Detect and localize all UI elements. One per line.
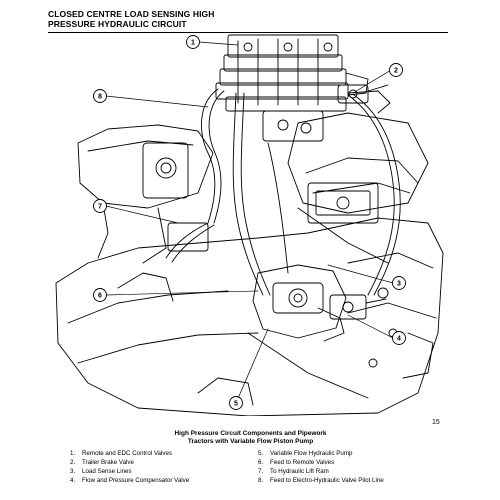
trailer-brake-valve bbox=[337, 84, 389, 104]
legend-text: Feed to Electro-Hydraulic Valve Pilot Li… bbox=[270, 477, 384, 484]
legend-number: 1. bbox=[70, 450, 76, 457]
legend-number: 5. bbox=[258, 450, 264, 457]
svg-text:3: 3 bbox=[397, 281, 401, 288]
title-line-2: PRESSURE HYDRAULIC CIRCUIT bbox=[48, 19, 187, 29]
callout-5: 5 bbox=[229, 396, 243, 410]
legend-item: 2. Trailer Brake Valve bbox=[70, 458, 189, 467]
legend-item: 7. To Hydraulic Lift Ram bbox=[258, 467, 384, 476]
legend-column-right: 5. Variable Flow Hydraulic Pump 6. Feed to… bbox=[258, 449, 384, 485]
title-rule bbox=[48, 32, 448, 33]
variable-flow-pump bbox=[252, 264, 347, 342]
legend-item: 5. Variable Flow Hydraulic Pump bbox=[258, 449, 384, 458]
legend-item: 1. Remote and EDC Control Valves bbox=[70, 449, 189, 458]
legend-text: Trailer Brake Valve bbox=[82, 459, 134, 466]
legend-number: 7. bbox=[258, 468, 264, 475]
legend-text: Feed to Remote Valves bbox=[270, 459, 335, 466]
hydraulic-circuit-illustration: 1 2 3 4 5 6 7 8 bbox=[48, 33, 448, 416]
callout-6: 6 bbox=[93, 288, 107, 302]
legend-column-left: 1. Remote and EDC Control Valves 2. Traile… bbox=[70, 449, 189, 485]
svg-text:5: 5 bbox=[234, 401, 238, 408]
svg-text:7: 7 bbox=[98, 204, 102, 211]
callout-1: 1 bbox=[186, 35, 200, 49]
legend-text: Flow and Pressure Compensator Valve bbox=[82, 477, 190, 484]
caption-line-1: High Pressure Circuit Components and Pip… bbox=[174, 430, 327, 437]
legend-text: Remote and EDC Control Valves bbox=[82, 450, 172, 457]
legend-item: 3. Load Sense Lines bbox=[70, 467, 189, 476]
flow-pressure-compensator-valve bbox=[329, 294, 387, 320]
svg-text:2: 2 bbox=[394, 68, 398, 75]
load-sense-lines bbox=[267, 94, 401, 296]
diagram-title: CLOSED CENTRE LOAD SENSING HIGH PRESSURE… bbox=[48, 9, 348, 29]
svg-text:6: 6 bbox=[98, 293, 102, 300]
caption-line-2: Tractors with Variable Flow Piston Pump bbox=[187, 438, 314, 445]
pilot-line-pipe bbox=[201, 88, 225, 224]
title-line-1: CLOSED CENTRE LOAD SENSING HIGH bbox=[48, 9, 215, 19]
lift-ram-pipe bbox=[165, 222, 215, 263]
legend-number: 4. bbox=[70, 477, 76, 484]
legend-number: 2. bbox=[70, 459, 76, 466]
svg-text:8: 8 bbox=[98, 94, 102, 101]
legend-number: 8. bbox=[258, 477, 264, 484]
feed-to-remote-valves-pipe bbox=[232, 92, 271, 296]
callout-leaders bbox=[105, 41, 394, 404]
legend-text: Load Sense Lines bbox=[82, 468, 132, 475]
legend-number: 6. bbox=[258, 459, 264, 466]
legend-item: 6. Feed to Remote Valves bbox=[258, 458, 384, 467]
legend-text: Variable Flow Hydraulic Pump bbox=[270, 450, 353, 457]
callout-8: 8 bbox=[93, 89, 107, 103]
page-number: 15 bbox=[432, 419, 440, 426]
legend-item: 4. Flow and Pressure Compensator Valve bbox=[70, 476, 189, 485]
legend-text: To Hydraulic Lift Ram bbox=[270, 468, 329, 475]
svg-text:1: 1 bbox=[191, 40, 195, 47]
legend-number: 3. bbox=[70, 468, 76, 475]
svg-text:4: 4 bbox=[397, 336, 401, 343]
figure-caption: High Pressure Circuit Components and Pip… bbox=[48, 430, 453, 446]
callout-2: 2 bbox=[389, 63, 403, 77]
callout-7: 7 bbox=[93, 199, 107, 213]
callout-3: 3 bbox=[392, 276, 406, 290]
callout-4: 4 bbox=[392, 331, 406, 345]
legend-item: 8. Feed to Electro-Hydraulic Valve Pilot … bbox=[258, 476, 384, 485]
